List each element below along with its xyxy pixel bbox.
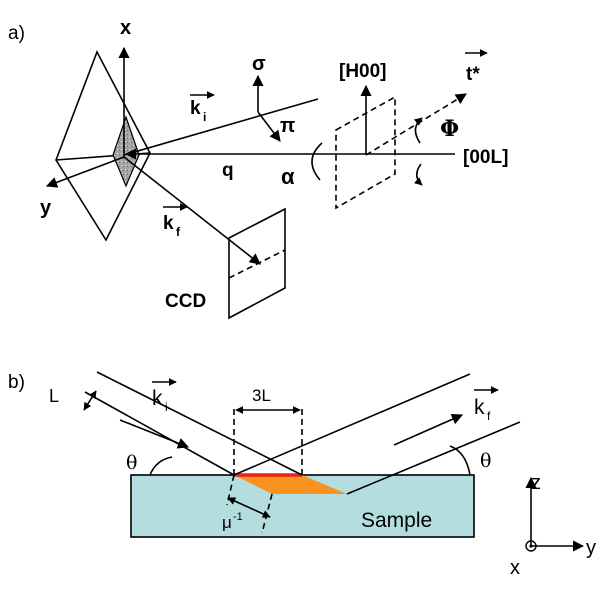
kf-b-subscript: f [487, 409, 491, 423]
panel-b: b) Sample L k i 3L k f θ [8, 371, 596, 579]
ki-label: k [190, 98, 201, 119]
phi-rotation-arc-lower [413, 163, 423, 186]
y-axis-arrow [45, 156, 125, 188]
alpha-label: α [281, 164, 295, 189]
incident-beam-line [123, 98, 319, 156]
q-label: q [222, 160, 234, 181]
z-axis-label: z [531, 472, 541, 494]
ccd-label: CCD [165, 291, 206, 312]
incident-direction-arrow [119, 419, 190, 449]
exit-direction-arrow [393, 413, 464, 446]
incident-ray-upper [96, 371, 303, 476]
penetration-depth-arrow [227, 497, 271, 518]
sample-label: Sample [361, 509, 432, 532]
panel-a: a) x y k i σ π q [00L] α [H00] [8, 17, 508, 320]
exit-beam-kf [123, 156, 261, 265]
x-axis-b-label: x [510, 557, 520, 579]
axis-x-label: x [120, 17, 131, 39]
t-star-label: t* [466, 64, 480, 85]
kf-subscript: f [176, 225, 181, 239]
theta-right-label: θ [480, 450, 491, 472]
pi-label: π [280, 115, 295, 137]
L-label: L [49, 386, 59, 406]
ki-b-label: k [152, 387, 163, 410]
sample-rhombus-outline [55, 50, 151, 242]
three-L-label: 3L [252, 386, 271, 405]
surface-plane-dashed [335, 95, 396, 210]
theta-left-label: θ [126, 452, 137, 474]
ccd-dashed-line [228, 249, 286, 279]
ki-subscript: i [203, 110, 206, 124]
axis-y-label: y [40, 197, 52, 219]
x-axis-dot [529, 544, 533, 548]
exit-ray-lower [346, 421, 521, 495]
theta-right-arc [449, 445, 471, 476]
kf-b-label: k [474, 396, 485, 419]
panel-a-label: a) [8, 23, 25, 44]
alpha-angle-arc [311, 142, 323, 181]
beam-width-L-arrow [83, 390, 97, 411]
h00-label: [H00] [339, 61, 387, 82]
kf-label: k [163, 213, 174, 234]
sample-rhombus-diagonal [55, 152, 151, 161]
pi-arrow [257, 111, 281, 142]
sigma-label: σ [252, 53, 266, 75]
panel-b-label: b) [8, 372, 25, 393]
beam-footprint-orange [234, 475, 347, 494]
ccd-detector [228, 207, 286, 320]
phi-rotation-arc-upper [413, 117, 423, 144]
phi-label: Φ [440, 116, 459, 142]
exit-ray-upper [233, 373, 471, 476]
mu-superscript: -1 [233, 511, 243, 523]
mu-label: μ [222, 513, 232, 532]
incident-ray-lower [84, 391, 235, 476]
x-axis-out-of-page-icon [525, 540, 537, 552]
l00-axis-label: [00L] [463, 147, 508, 168]
ki-b-subscript: i [165, 400, 168, 414]
y-axis-b-label: y [586, 537, 596, 559]
theta-left-arc [149, 456, 173, 476]
